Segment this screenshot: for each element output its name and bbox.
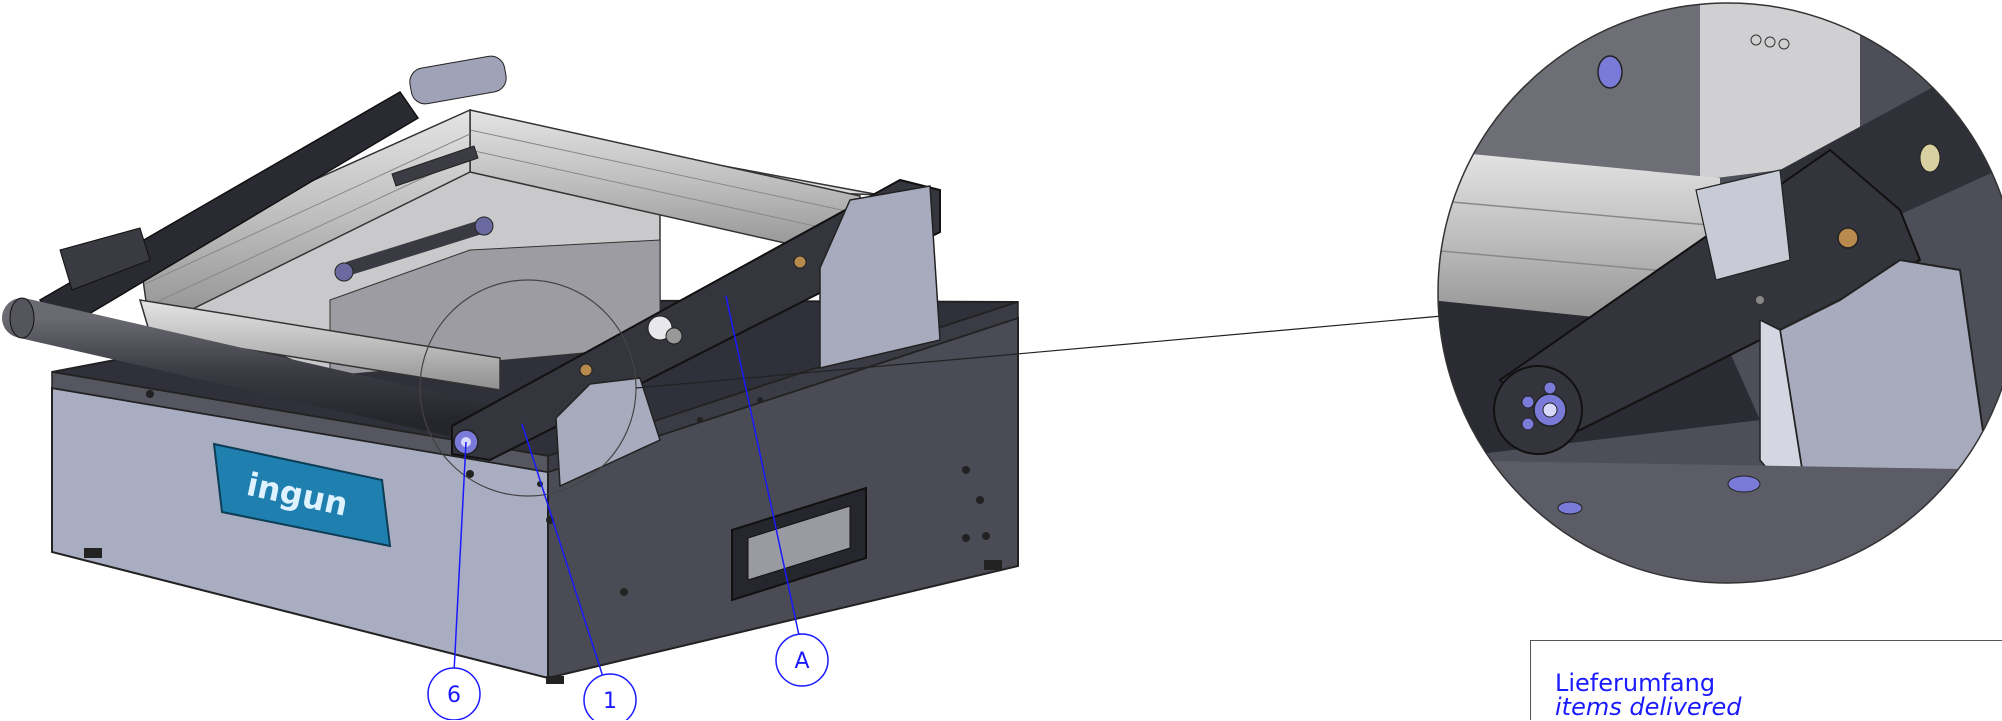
callout-6-label: 6 [447,683,461,708]
test-fixture-assembly: ingun [2,55,1019,684]
lever-arm [451,178,941,462]
side-handle-recess [731,486,867,602]
gas-spring [334,216,494,282]
ingun-logo: ingun [212,442,392,548]
legend-title-en: items delivered [1555,693,1742,721]
legend-box: Lieferumfang items delivered [1530,640,2002,721]
detail-screw [1521,381,1567,431]
detail-view-border [1437,2,2002,584]
bracket-front [555,377,661,488]
callout-a-label: A [794,649,809,674]
detail-view-a [1438,3,2002,583]
legend-title-de: Lieferumfang [1555,669,1716,697]
detail-connector-line [635,315,1443,389]
callout-6: 6 [427,441,481,720]
rail-profile-front [138,299,501,391]
callout-1-label: 1 [603,689,617,714]
bracket-rear [819,185,941,369]
left-roller-frame [2,55,507,442]
callout-a: A [725,295,829,687]
callout-1: 1 [521,423,637,720]
